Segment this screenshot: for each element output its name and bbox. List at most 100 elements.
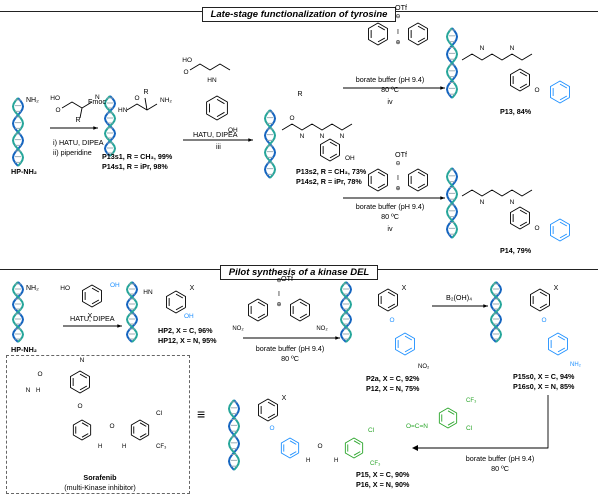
bond [461,53,533,61]
step-i: i) HATU, DIPEA [53,138,104,147]
p16s0-label: P16s0, X = N, 85% [513,382,575,391]
nh-label: H [36,388,40,394]
aromatic-bond [299,301,308,307]
urea-o: O [317,443,322,450]
bond [61,101,93,109]
nh-label: H [334,458,338,464]
otf-top: OTf [395,3,407,12]
section-title: Late-stage functionalization of tyrosine [201,7,397,22]
carbonyl-o: O [183,69,188,76]
section-header-del: Pilot synthesis of a kinase DEL [0,262,598,280]
p13s2-label: P13s2, R = CH₃, 73% [296,167,367,176]
nitro-label: NO₂ [418,364,430,370]
nh-label: H [122,444,126,450]
bond [281,123,353,131]
arrow-step-1-head [93,126,98,130]
b2oh4-label: B₂(OH)₄ [445,293,473,302]
aromatic-bond [557,335,566,341]
aromatic-bond [91,287,100,293]
aromatic-bond [387,291,396,297]
trifluoromethyl-ring-green [344,437,364,459]
nitrophenyl-ring-blue [395,332,415,356]
aromatic-bond [79,373,88,379]
nitrogen: N [480,199,485,206]
cl-label: Cl [368,427,375,434]
hatu-label: HATU, DIPEA [193,130,238,139]
aromatic-bond [329,141,338,147]
carbonyl-o: O [134,95,139,102]
phenol-oh: OH [228,127,238,134]
carbonyl-o: O [37,371,42,378]
aromatic-bond [289,451,297,456]
iv-top: iv [387,97,393,106]
nitrophenyl-ring [290,298,310,322]
borate-top: borate buffer (pH 9.4) [355,75,425,84]
p14s2-label: P14s2, R = iPr, 78% [296,177,362,186]
ether-o: O [534,225,539,232]
aromatic-bond [539,303,548,309]
temp-del: 80 ºC [281,354,299,363]
bond [79,107,83,119]
aromatic-bond [216,111,225,118]
iodine-label: I [278,291,280,298]
ether-o-blue: O [389,317,394,324]
bond [189,63,231,71]
temp-final: 80 ºC [491,464,509,473]
aromatic-bond [289,440,297,445]
aromatic-bond [91,299,100,305]
p13s1-label: P13s1, R = CH₃, 99% [102,152,173,161]
aromatic-bond [447,410,455,415]
phenol-oh: OH [345,155,355,162]
isocyanate-ring [438,407,458,429]
cf3-label: CF₃ [156,444,167,450]
cf3-label: CF₃ [370,461,381,467]
amine-label: NH₂ [26,285,39,292]
nitro-label: NO₂ [232,326,244,332]
dna-hp-strand-b [12,97,24,167]
phenyl-ring-blue [280,437,300,459]
hydroxyl-label: HO [60,285,70,292]
section-title: Pilot synthesis of a kinase DEL [219,265,379,280]
aromatic-bond [79,385,88,391]
r-group: R [143,89,148,96]
x-label: X [88,313,93,320]
phenyl-ring [368,168,388,192]
ether-o-blue: O [541,317,546,324]
aromatic-bond [559,95,568,101]
tyrosine-ring [510,206,530,230]
bond [418,395,549,449]
nitrogen: N [26,387,31,394]
bond [461,189,533,197]
benzamide-ring [258,398,278,422]
temp-top: 80 ºC [381,85,399,94]
borate-final: borate buffer (pH 9.4) [465,454,535,463]
arrow-step-2-head [248,138,253,142]
arrow-reduction-head [483,304,488,308]
dna-p13s2-strand-b [264,109,276,179]
p14-label: P14, 79% [500,246,532,255]
r-group: R [75,117,80,124]
x-label: X [190,285,195,292]
temp-bottom: 80 ºC [381,212,399,221]
p2a-label: P2a, X = C, 92% [366,374,420,383]
iodine-label: I [397,175,399,182]
bond [126,103,158,111]
aromatic-bond [417,171,426,177]
phenyl-ring [408,22,428,46]
arrow-arylation-head [335,336,340,340]
otf-del: OTf [281,274,293,283]
step-ii: ii) piperidine [53,148,92,157]
dna-p2a-strand-b [340,281,352,343]
aromatic-bond [559,233,568,239]
hp-nh2-label-2: HP-NH₂ [11,345,37,354]
x-label: X [554,285,559,292]
charge-plus: ⊕ [276,302,281,308]
p15s0-label: P15s0, X = C, 94% [513,372,575,381]
nitrogen: N [480,45,485,52]
benzoic-ring [82,284,102,308]
aromatic-bond [519,209,528,215]
aromatic-bond [539,291,548,297]
charge-minus: ⊖ [395,161,400,167]
dna-p13s1-strand-b [104,95,116,157]
nitrogen: N [510,45,515,52]
